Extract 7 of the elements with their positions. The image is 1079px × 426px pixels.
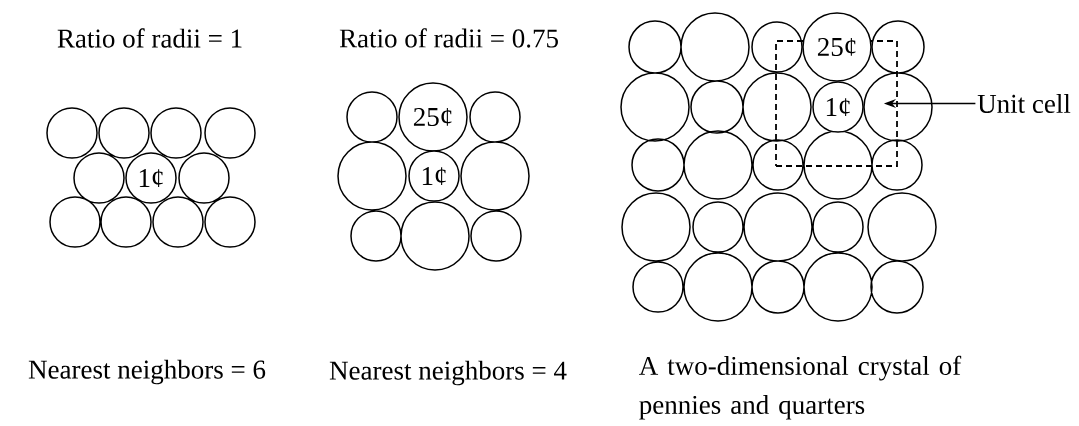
caption-text: Nearest neighbors = 6 bbox=[28, 359, 266, 385]
caption-text: Nearest neighbors = 4 bbox=[329, 360, 567, 386]
callout-text: Unit cell bbox=[977, 94, 1071, 113]
unit-cell-box bbox=[775, 40, 898, 167]
caption-text: A two-dimensional crystal of pennies and quarters bbox=[639, 355, 962, 420]
caption-text: Ratio of radii = 0.75 bbox=[339, 28, 558, 48]
caption-text: Ratio of radii = 1 bbox=[57, 28, 242, 48]
